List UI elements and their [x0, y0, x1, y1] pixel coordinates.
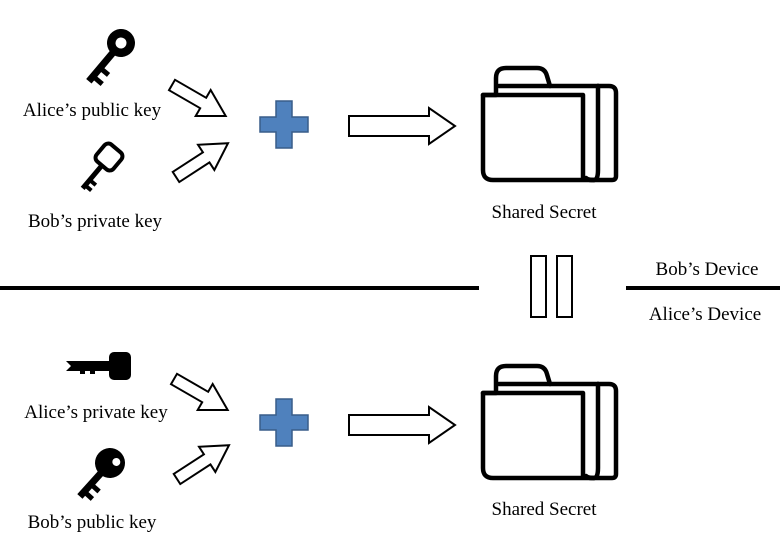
bob-public-key-label: Bob’s public key [28, 512, 157, 533]
private-key-icon [80, 141, 125, 193]
plus-icon [259, 100, 309, 149]
plus-icon [259, 398, 309, 447]
public-key-icon [86, 29, 135, 86]
shared-secret-label: Shared Secret [492, 202, 598, 223]
private-key-icon [66, 352, 131, 380]
alice-private-key-label: Alice’s private key [24, 402, 168, 423]
alice-public-key-label: Alice’s public key [23, 100, 162, 121]
folder-icon [480, 363, 619, 481]
bob-private-key-label: Bob’s private key [28, 211, 163, 232]
bob-device-section: Alice’s public key Bob’s private key [23, 29, 619, 232]
arrow-icon [171, 142, 230, 184]
folder-icon [480, 65, 619, 183]
arrow-icon [348, 106, 457, 146]
public-key-icon [77, 448, 125, 501]
equals-icon [530, 255, 573, 318]
arrow-icon [169, 372, 230, 412]
alice-device-section: Alice’s private key Bob’s public key [24, 352, 619, 533]
device-divider: Bob’s Device Alice’s Device [0, 255, 780, 325]
shared-secret-label: Shared Secret [492, 499, 598, 520]
arrow-icon [172, 444, 231, 486]
bob-device-label: Bob’s Device [656, 259, 759, 280]
alice-device-label: Alice’s Device [649, 304, 761, 325]
arrow-icon [167, 78, 228, 118]
arrow-icon [348, 405, 457, 445]
